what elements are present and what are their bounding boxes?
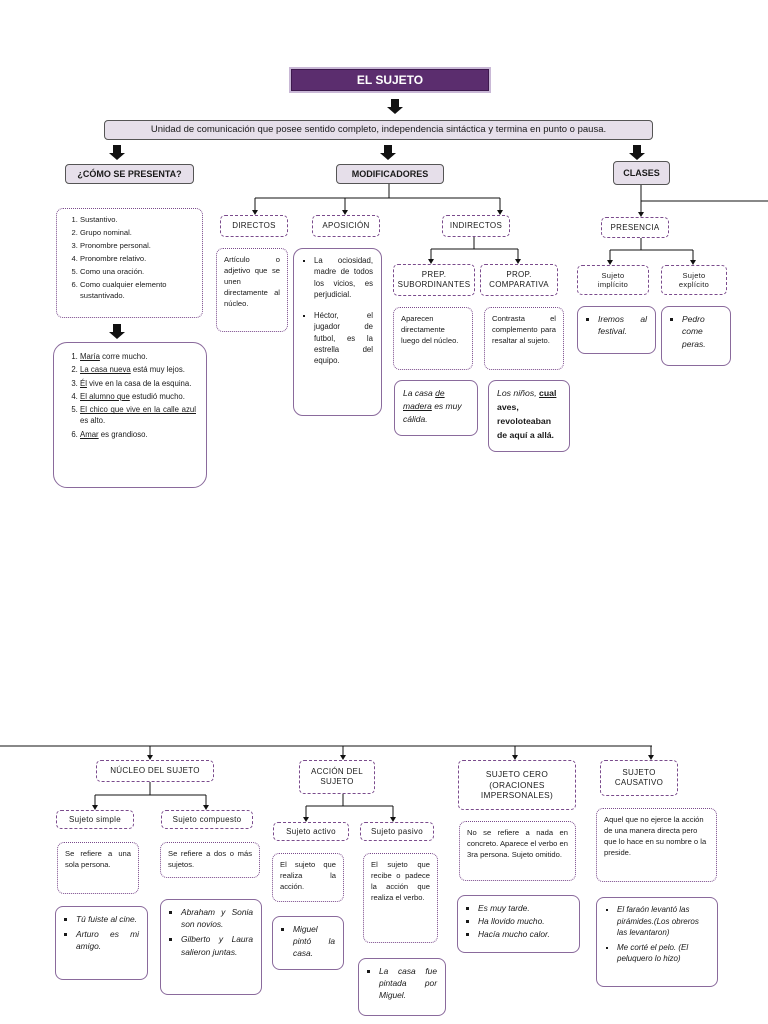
sujeto-cero-examples: Es muy tarde. Ha llovido mucho. Hacía mu… xyxy=(457,895,580,953)
sujeto-implicito-label: Sujeto implícito xyxy=(577,265,649,295)
arrow-down-icon xyxy=(109,324,125,339)
list-item: Sustantivo. xyxy=(80,214,195,225)
arrow-down-icon xyxy=(387,99,403,114)
sujeto-cero-text: No se refiere a nada en concreto. Aparec… xyxy=(459,821,576,881)
sujeto-pasivo-label: Sujeto pasivo xyxy=(360,822,434,841)
list-item: Arturo es mi amigo. xyxy=(76,928,139,952)
directos-text: Artículo o adjetivo que se unen directam… xyxy=(216,248,288,332)
list-item: Como una oración. xyxy=(80,266,195,277)
sujeto-explicito-example: Pedro come peras. xyxy=(661,306,731,366)
list-item: Iremos al festival. xyxy=(598,313,647,338)
prop-comparativa-label: PROP. COMPARATIVA xyxy=(480,264,558,296)
como-examples-list: María corre mucho. La casa nueva está mu… xyxy=(64,351,196,440)
prep-subordinantes-text: Aparecen directamente luego del núcleo. xyxy=(393,307,473,370)
list-item: El faraón levantó las pirámides.(Los obr… xyxy=(617,904,709,939)
list-item: La ociosidad, madre de todos los vicios,… xyxy=(314,255,373,300)
sujeto-compuesto-examples: Abraham y Sonia son novios. Gilberto y L… xyxy=(160,899,262,995)
como-list-box: Sustantivo. Grupo nominal. Pronombre per… xyxy=(56,208,203,318)
sujeto-activo-example: Miguel pintó la casa. xyxy=(272,916,344,970)
header-modificadores: MODIFICADORES xyxy=(336,164,444,184)
prop-comparativa-text: Contrasta el complemento para resaltar a… xyxy=(484,307,564,370)
list-item: Tú fuiste al cine. xyxy=(76,913,139,925)
aposicion-label: APOSICIÓN xyxy=(312,215,380,237)
list-item: Amar es grandioso. xyxy=(80,429,196,440)
list-item: Pedro come peras. xyxy=(682,313,722,350)
list-item: María corre mucho. xyxy=(80,351,196,362)
comp-example: Los niños, cual aves, revoloteaban de aq… xyxy=(488,380,570,452)
como-list: Sustantivo. Grupo nominal. Pronombre per… xyxy=(64,214,195,301)
sujeto-activo-label: Sujeto activo xyxy=(273,822,349,841)
definition-box: Unidad de comunicación que posee sentido… xyxy=(104,120,653,140)
arrow-down-icon xyxy=(629,145,645,160)
sujeto-causativo-text: Aquel que no ejerce la acción de una man… xyxy=(596,808,717,882)
list-item: Él vive en la casa de la esquina. xyxy=(80,378,196,389)
list-item: Como cualquier elemento sustantivado. xyxy=(80,279,195,301)
sujeto-compuesto-text: Se refiere a dos o más sujetos. xyxy=(160,842,260,878)
sujeto-pasivo-example: La casa fue pintada por Miguel. xyxy=(358,958,446,1016)
como-examples-box: María corre mucho. La casa nueva está mu… xyxy=(53,342,207,488)
aposicion-box: La ociosidad, madre de todos los vicios,… xyxy=(293,248,382,416)
header-como-se-presenta: ¿CÓMO SE PRESENTA? xyxy=(65,164,194,184)
sujeto-simple-examples: Tú fuiste al cine. Arturo es mi amigo. xyxy=(55,906,148,980)
diagram-title: EL SUJETO xyxy=(291,69,489,91)
list-item: Pronombre relativo. xyxy=(80,253,195,264)
arrow-down-icon xyxy=(380,145,396,160)
list-item: Grupo nominal. xyxy=(80,227,195,238)
list-item: Gilberto y Laura salieron juntas. xyxy=(181,933,253,957)
sujeto-cero-label: SUJETO CERO (ORACIONES IMPERSONALES) xyxy=(458,760,576,810)
sujeto-implicito-example: Iremos al festival. xyxy=(577,306,656,354)
list-item: Hacía mucho calor. xyxy=(478,928,571,940)
list-item: Abraham y Sonia son novios. xyxy=(181,906,253,930)
list-item: Ha llovido mucho. xyxy=(478,915,571,927)
list-item: La casa nueva está muy lejos. xyxy=(80,364,196,375)
list-item: El chico que vive en la calle azul es al… xyxy=(80,404,196,427)
accion-label: ACCIÓN DEL SUJETO xyxy=(299,760,375,794)
list-item: Miguel pintó la casa. xyxy=(293,923,335,960)
list-item: Pronombre personal. xyxy=(80,240,195,251)
indirectos-label: INDIRECTOS xyxy=(442,215,510,237)
list-item: Me corté el pelo. (El peluquero lo hizo) xyxy=(617,942,709,965)
list-item: El alumno que estudió mucho. xyxy=(80,391,196,402)
sujeto-simple-label: Sujeto simple xyxy=(56,810,134,829)
prep-example: La casa de madera es muy cálida. xyxy=(394,380,478,436)
nucleo-label: NÚCLEO DEL SUJETO xyxy=(96,760,214,782)
header-clases: CLASES xyxy=(613,161,670,185)
sujeto-activo-text: El sujeto que realiza la acción. xyxy=(272,853,344,902)
sujeto-simple-text: Se refiere a una sola persona. xyxy=(57,842,139,894)
aposicion-list: La ociosidad, madre de todos los vicios,… xyxy=(302,255,373,367)
sujeto-causativo-examples: El faraón levantó las pirámides.(Los obr… xyxy=(596,897,718,987)
sujeto-explicito-label: Sujeto explícito xyxy=(661,265,727,295)
list-item: Héctor, el jugador de futbol, es la estr… xyxy=(314,310,373,366)
directos-label: DIRECTOS xyxy=(220,215,288,237)
presencia-label: PRESENCIA xyxy=(601,217,669,238)
list-item: Es muy tarde. xyxy=(478,902,571,914)
sujeto-pasivo-text: El sujeto que recibe o padece la acción … xyxy=(363,853,438,943)
sujeto-compuesto-label: Sujeto compuesto xyxy=(161,810,253,829)
list-item: La casa fue pintada por Miguel. xyxy=(379,965,437,1002)
sujeto-causativo-label: SUJETO CAUSATIVO xyxy=(600,760,678,796)
arrow-down-icon xyxy=(109,145,125,160)
prep-subordinantes-label: PREP. SUBORDINANTES xyxy=(393,264,475,296)
